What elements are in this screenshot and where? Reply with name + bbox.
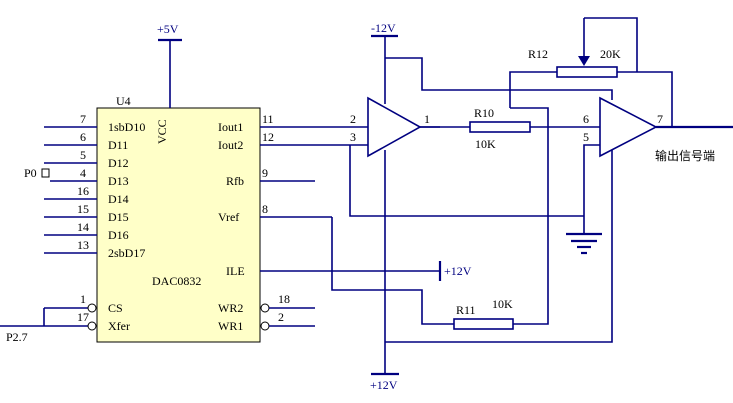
chip-vcc-label: VCC xyxy=(155,119,169,144)
pin-label: D14 xyxy=(108,192,129,206)
pin-label: WR2 xyxy=(218,301,243,315)
pin-label: Xfer xyxy=(108,319,130,333)
port0-connector-box xyxy=(41,168,50,178)
pin-label: 1sbD10 xyxy=(108,120,145,134)
sum-node-wire xyxy=(510,107,549,127)
r12-wiper-loop xyxy=(584,17,638,72)
chip-part-label: DAC0832 xyxy=(152,274,201,288)
r12-value-label: 20K xyxy=(600,47,621,61)
opamp2-inverting-pin: 6 xyxy=(583,112,589,126)
opamp2-pos-to-ground xyxy=(583,144,600,234)
pin-number: 16 xyxy=(77,184,89,198)
r12-potentiometer xyxy=(556,66,618,78)
pos-supply-to-opamp2 xyxy=(385,150,613,343)
pin-number: 5 xyxy=(80,148,86,162)
chip-ref-label: U4 xyxy=(116,94,131,108)
neg-supply-to-opamp2 xyxy=(385,57,613,100)
pin-label: WR1 xyxy=(218,319,243,333)
r10-value-label: 10K xyxy=(475,137,496,151)
pin-label: D16 xyxy=(108,228,129,242)
p27-net-label: P2.7 xyxy=(6,330,28,344)
left-data-pins: 7 6 5 4 16 15 14 13 1sbD10 D11 D12 D13 D… xyxy=(44,112,145,260)
pin-number: 1 xyxy=(80,292,86,306)
pin-label: D12 xyxy=(108,156,129,170)
pin-label: CS xyxy=(108,301,123,315)
opamp1-noninverting-pin: 3 xyxy=(350,130,356,144)
r11-ref-label: R11 xyxy=(456,303,476,317)
pin-label: Vref xyxy=(218,210,239,224)
r10-resistor xyxy=(469,121,531,133)
neg-supply-label: -12V xyxy=(371,21,396,35)
pin-number: 2 xyxy=(278,310,284,324)
opamp1-inverting-pin: 2 xyxy=(350,112,356,126)
right-pins: 11 12 9 8 Iout1 Iout2 Rfb Vref ILE xyxy=(218,112,440,278)
r12-ref-label: R12 xyxy=(528,47,548,61)
pin-number: 7 xyxy=(80,112,86,126)
opamp2-noninverting-pin: 5 xyxy=(583,130,589,144)
pin-number: 14 xyxy=(77,220,89,234)
r12-wiper-arrow xyxy=(578,56,590,66)
pin-number: 9 xyxy=(262,166,268,180)
xfer-inversion-bubble xyxy=(87,321,97,331)
r11-value-label: 10K xyxy=(492,297,513,311)
r11-resistor xyxy=(453,318,514,330)
opamp1-triangle xyxy=(367,96,422,158)
output-net-label: 输出信号端 xyxy=(655,148,715,163)
opamp2-triangle xyxy=(599,96,658,158)
pin-label: 2sbD17 xyxy=(108,246,145,260)
ile-supply-label: +12V xyxy=(444,264,472,278)
pin-number: 15 xyxy=(77,202,89,216)
pin-number: 18 xyxy=(278,292,290,306)
opamp1-pos-to-ground xyxy=(349,145,584,217)
pin-number: 12 xyxy=(262,130,274,144)
pin-label: Iout2 xyxy=(218,138,243,152)
opamp2-output-pin: 7 xyxy=(657,112,663,126)
pin-label: D11 xyxy=(108,138,128,152)
pin-number: 17 xyxy=(77,310,89,324)
cs-inversion-bubble xyxy=(87,303,97,313)
pin-label: Iout1 xyxy=(218,120,243,134)
ground-symbol xyxy=(566,232,602,255)
pin-label: D13 xyxy=(108,174,129,188)
opamp1-output-pin: 1 xyxy=(424,112,430,126)
vref-to-r11-wire xyxy=(331,217,454,325)
pin-label: Rfb xyxy=(226,174,244,188)
dac0832-chip-body xyxy=(96,107,261,343)
r12-right-wire xyxy=(617,71,673,127)
pin-number: 8 xyxy=(262,202,268,216)
wr2-inversion-bubble xyxy=(260,303,270,313)
pin-number: 13 xyxy=(77,238,89,252)
r11-feedback-wire xyxy=(513,127,549,325)
r10-ref-label: R10 xyxy=(474,106,494,120)
pin-label: D15 xyxy=(108,210,129,224)
wr1-inversion-bubble xyxy=(260,321,270,331)
r12-left-wire xyxy=(509,71,557,90)
pin-number: 11 xyxy=(262,112,274,126)
pin-number: 4 xyxy=(80,166,86,180)
pin-label: ILE xyxy=(226,264,245,278)
vcc-net-label: +5V xyxy=(157,22,179,36)
pos-supply-label: +12V xyxy=(370,378,398,392)
pin-number: 6 xyxy=(80,130,86,144)
port0-label: P0 xyxy=(24,166,37,180)
